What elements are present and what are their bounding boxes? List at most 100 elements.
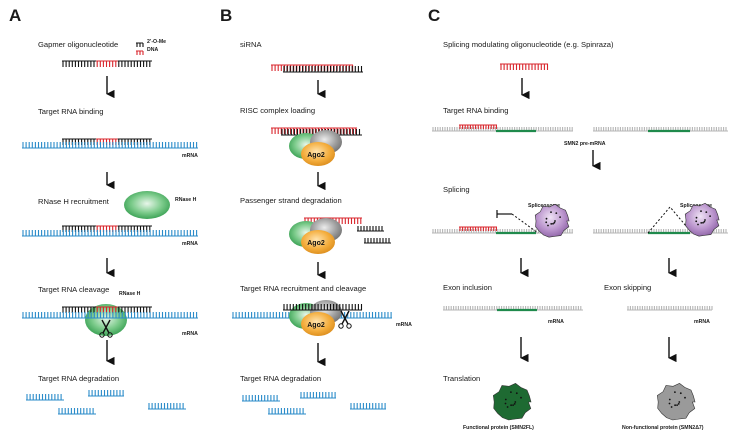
gapmer-recruit-wing-left [62,225,97,232]
protein-functional-dot [506,406,509,408]
scissors-a-ring-left [99,332,105,338]
protein-functional-dot [515,392,518,395]
spliceosome-2-dot [704,219,706,221]
splice-dash-left [511,213,539,234]
protein-functional-dot [504,402,507,405]
panel-c-mrna-2: mRNA [694,319,710,325]
scissors-b-ring-left [338,323,344,329]
legend-2ome-swatch [136,42,144,47]
functional-protein-label: Functional protein (SMN2FL) [463,425,534,431]
protein-functional-dot [512,404,514,406]
fragment-b2 [300,392,336,399]
guide-bound [283,304,363,311]
spliceosome-1-dot [550,223,553,225]
ago2-loading-orange [301,142,335,166]
spliceosome-2-dot [695,220,698,223]
protein-nonfunctional-dot [670,406,673,408]
spliceosome-2-dot [705,211,708,214]
spliceosome-2-dot [702,221,704,224]
spliceosome-1-dot [559,216,561,219]
spliceosome-2-dot [709,215,711,218]
panel-b-letter: B [220,6,233,25]
ago2-label-2: Ago2 [307,240,325,247]
protein-functional [492,383,532,421]
fragment-a1 [26,394,64,401]
protein-nonfunctional-dot [674,404,676,407]
spliceosome-1 [534,203,570,238]
gapmer-cleave-wing-left [62,306,97,313]
scissors-b-blades [340,310,350,325]
spliceosome-1-dot [553,221,556,224]
legend-dna-label: DNA [147,47,159,53]
protein-nonfunctional [656,383,696,421]
panel-c-mrna-1: mRNA [548,319,564,325]
legend-dna-swatch [136,50,144,55]
rnase-h-label: RNase H [175,197,197,203]
rnase-h-label-2: RNase H [119,291,141,297]
protein-nonfunctional-dot [668,402,671,405]
fragment-a4 [148,403,186,410]
mrna-a-cleave [22,312,198,319]
protein-nonfunctional-dot [684,396,686,399]
fragment-b1 [242,395,280,402]
panel-a-step5-label: Target RNA degradation [38,374,120,383]
protein-nonfunctional-dot [677,403,680,405]
nonfunctional-protein-label: Non-functional protein (SMN2Δ7) [622,425,704,431]
protein-functional-dot [520,396,522,399]
spliceosome-1-dot [555,212,558,215]
spliceosome-2 [684,202,720,237]
panel-c-step2-label: Target RNA binding [443,106,509,115]
ago2-label-3: Ago2 [307,322,325,329]
panel-b-step5-label: Target RNA degradation [240,374,322,383]
panel-b-step4-label: Target RNA recruitment and cleavage [240,284,367,293]
protein-nonfunctional-dot [668,398,671,401]
protein-nonfunctional-dot [674,391,676,393]
ago2-passenger-orange [301,230,335,254]
exon-skipping-label: Exon skipping [604,283,652,292]
spliceosome-2-dot [700,210,702,213]
spliceosome-2-dot [697,223,699,226]
panel-b-step3-label: Passenger strand degradation [240,196,342,205]
translation-label: Translation [443,374,481,383]
gapmer-free-wing-right [117,60,152,67]
protein-functional-dot [510,404,512,407]
gapmer-cleave-wing-right [117,306,152,313]
spliceosome-1-dot [552,222,554,225]
sirna-guide [283,66,363,73]
fragment-a2 [88,390,124,397]
spliceosome-1-dot [547,224,549,227]
panel-a-step3-label: RNase H recruitment [38,197,109,206]
spinraza-bound [459,124,497,129]
protein-nonfunctional-dot [678,401,681,403]
panel-a-mrna-1: mRNA [182,153,198,159]
panel-a-step1-label: Gapmer oligonucleotide [38,40,119,49]
panel-c-letter: C [428,6,441,25]
gapmer-cleave-gap [96,306,118,313]
fragment-b4 [350,403,386,410]
mrna-a-recruit [22,230,198,237]
spliceosome-1-dot [550,211,552,214]
fragment-a3 [58,408,96,415]
legend-2ome-label: 2’-O-Me [147,39,167,45]
spliceosome-1-dot [545,217,548,220]
scissors-a-ring-right [107,332,113,338]
panel-a-step2-label: Target RNA binding [38,107,104,116]
protein-functional-dot [514,401,517,403]
panel-b-mrna-1: mRNA [396,322,412,328]
gapmer-recruit-gap [96,225,118,232]
spinraza-splice [459,226,497,231]
spliceosome-1-dot [554,220,556,222]
spliceosome-2-dot [703,220,706,223]
passenger-fragment-1 [357,226,384,232]
protein-functional-dot [504,398,507,401]
panel-b-step2-label: RISC complex loading [240,106,316,115]
rnase-h-free [124,191,170,219]
protein-nonfunctional-dot [676,404,678,406]
panel-a-mrna-3: mRNA [182,331,198,337]
ago2-label-1: Ago2 [307,152,325,159]
panel-b-step1-label: siRNA [240,40,262,49]
spliceosome-2-dot [695,216,698,219]
scissors-a-blades [101,319,111,334]
